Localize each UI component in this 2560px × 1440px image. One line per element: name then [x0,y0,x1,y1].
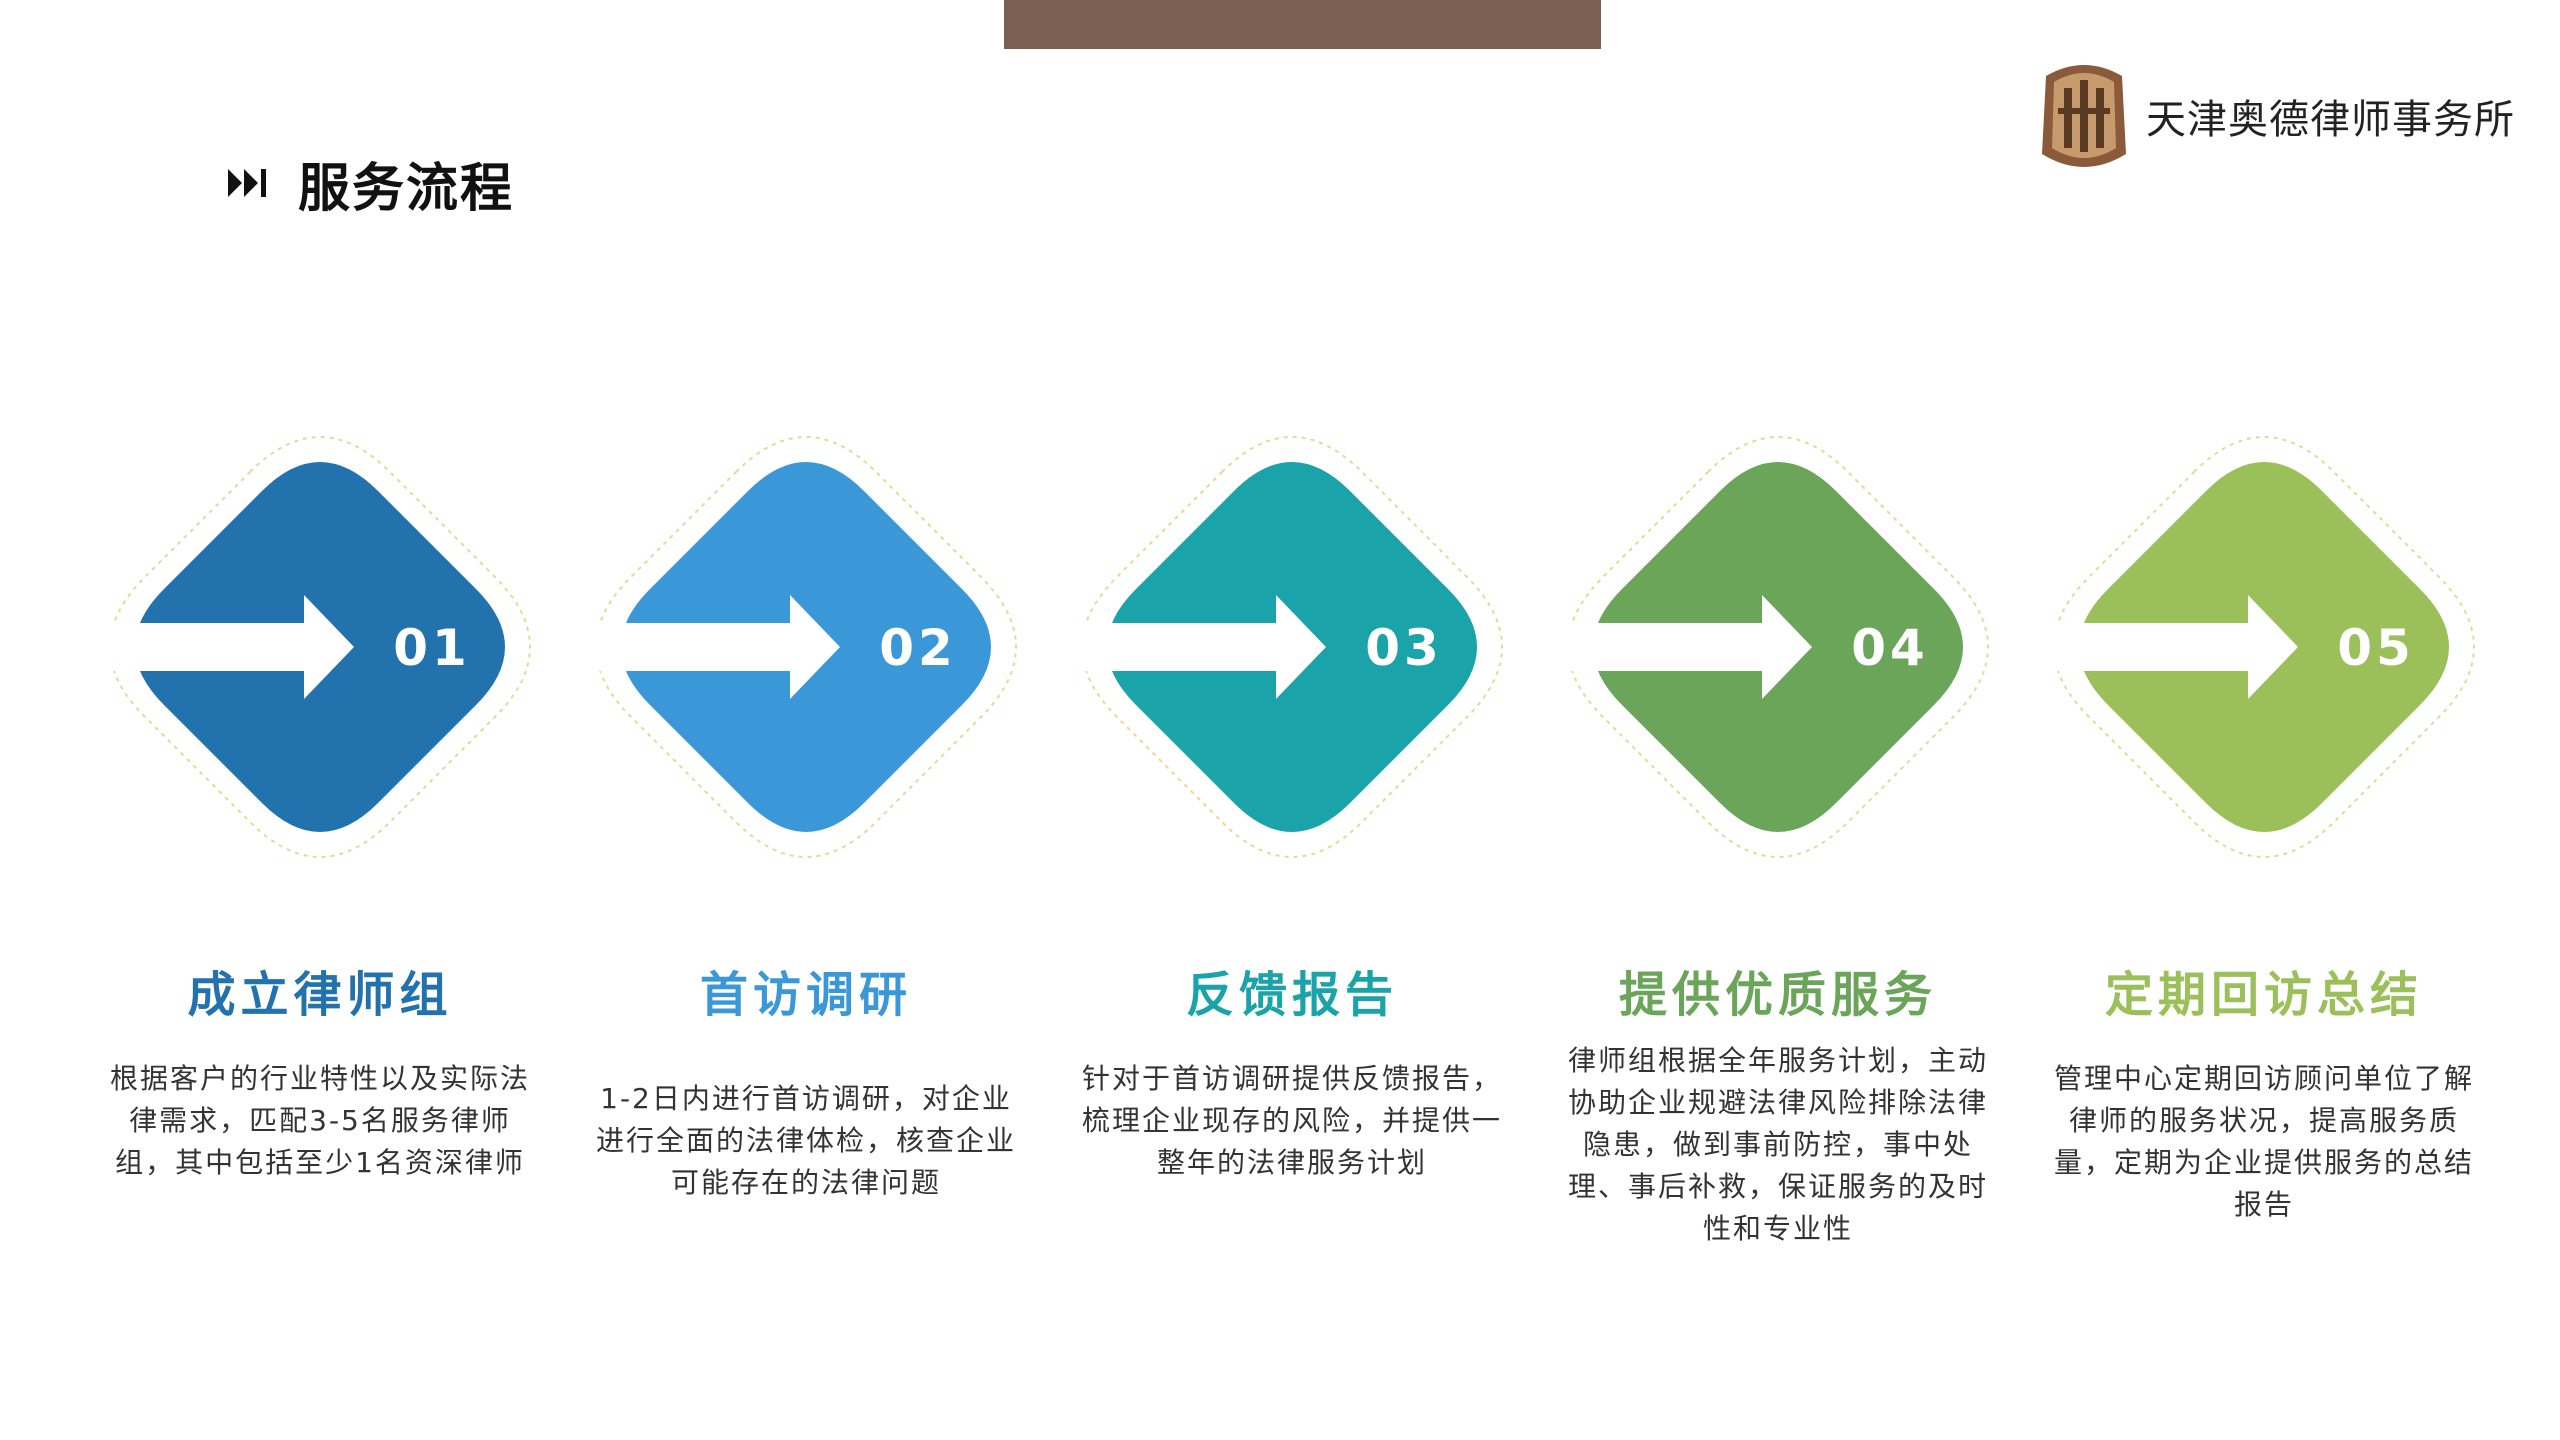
step-title: 提供优质服务 [1618,967,1937,1023]
step-2-graphic: 02 [586,436,1017,858]
step-description: 根据客户的行业特性以及实际法律需求，匹配3-5名服务律师组，其中包括至少1名资深… [109,1062,530,1179]
arrow-right-icon [1072,595,1326,699]
step-title: 首访调研 [699,967,912,1023]
step-5-graphic: 05 [2044,436,2475,858]
fast-forward-end-icon [228,169,266,197]
step-title: 成立律师组 [187,967,453,1023]
arrow-right-icon [1558,595,1812,699]
step-description: 针对于首访调研提供反馈报告，梳理企业现存的风险，并提供一整年的法律服务计划 [1081,1062,1502,1179]
step-number: 03 [1365,619,1443,677]
step-title: 反馈报告 [1185,967,1398,1023]
step-description: 律师组根据全年服务计划，主动协助企业规避法律风险排除法律隐患，做到事前防控，事中… [1567,1044,1988,1245]
page-title: 服务流程 [298,158,515,219]
law-firm-emblem-icon [2042,65,2126,167]
firm-name: 天津奥德律师事务所 [2146,97,2515,143]
arrow-right-icon [586,595,840,699]
page-header: 服务流程 [228,148,515,219]
arrow-right-icon [2044,595,2298,699]
step-number: 01 [393,619,471,677]
top-accent-bar [1004,0,1601,49]
step-number: 04 [1851,619,1929,677]
step-description: 管理中心定期回访顾问单位了解律师的服务状况，提高服务质量，定期为企业提供服务的总… [2053,1062,2474,1221]
step-4-graphic: 04 [1558,436,1989,858]
step-1-graphic: 01 [100,436,531,858]
firm-logo: 天津奥德律师事务所 [2036,56,2515,176]
step-3-graphic: 03 [1072,436,1503,858]
step-number: 05 [2337,619,2415,677]
step-description: 1-2日内进行首访调研，对企业进行全面的法律体检，核查企业可能存在的法律问题 [595,1082,1016,1199]
arrow-right-icon [100,595,354,699]
step-number: 02 [879,619,957,677]
step-title: 定期回访总结 [2104,967,2423,1023]
